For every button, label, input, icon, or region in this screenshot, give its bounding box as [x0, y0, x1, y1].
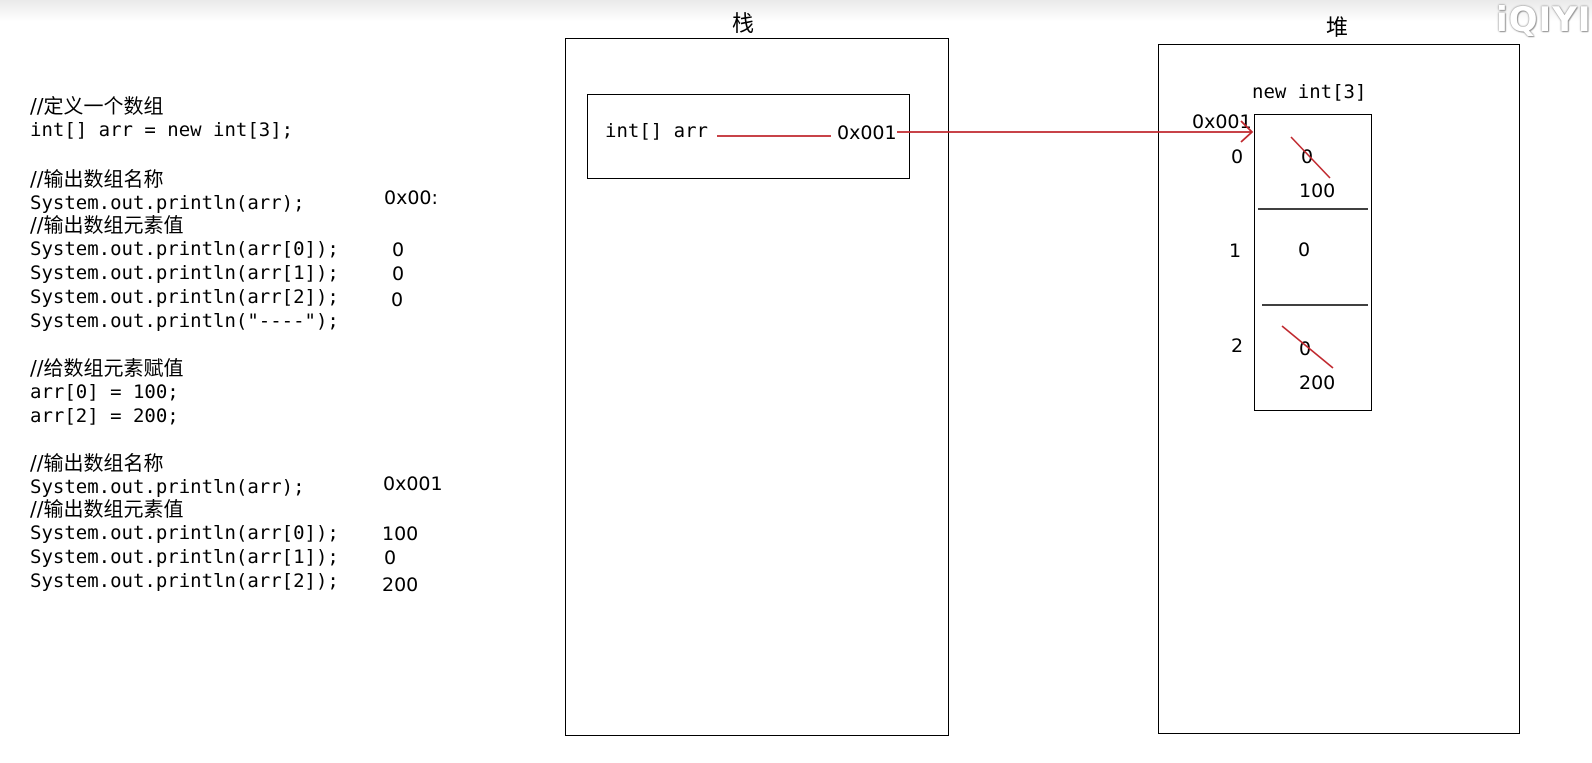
- heap-array-label: new int[3]: [1252, 81, 1367, 103]
- heap-cell-0-new-value: 100: [1299, 180, 1336, 202]
- code-comment-print-elements: //输出数组元素值: [30, 213, 184, 237]
- iqiyi-watermark-logo: iQIYI: [1496, 0, 1592, 40]
- stack-frame-variable: [587, 94, 910, 179]
- code-line-print-arr: System.out.println(arr);: [30, 192, 305, 214]
- heap-title: 堆: [1326, 16, 1349, 41]
- code-line-assign-arr2: arr[2] = 200;: [30, 405, 179, 427]
- output-arr1: 0: [392, 263, 405, 285]
- stack-variable-address: 0x001: [837, 122, 897, 144]
- top-bar: [0, 0, 1592, 22]
- code-line-print-arr0: System.out.println(arr[0]);: [30, 238, 339, 260]
- code-line-assign-arr0: arr[0] = 100;: [30, 381, 179, 403]
- output-arr2: 0: [391, 289, 404, 311]
- code-line-print-arr1: System.out.println(arr[1]);: [30, 262, 339, 284]
- code-line-print-arr-2: System.out.println(arr);: [30, 476, 305, 498]
- code-comment-print-name-2: //输出数组名称: [30, 451, 164, 475]
- code-line-print-dashes: System.out.println("----");: [30, 310, 339, 332]
- code-comment-assign: //给数组元素赋值: [30, 356, 184, 380]
- strike-cell-0: [1290, 136, 1331, 179]
- stack-region: [565, 38, 949, 736]
- heap-cell-1-value: 0: [1298, 239, 1311, 261]
- code-line-print-arr1-2: System.out.println(arr[1]);: [30, 546, 339, 568]
- output-arr2-2: 200: [382, 574, 419, 596]
- output-arr0: 0: [392, 239, 405, 261]
- stack-title: 栈: [732, 12, 755, 37]
- strike-cell-2: [1281, 325, 1334, 369]
- output-arr-address-2: 0x001: [383, 473, 443, 495]
- code-line-print-arr2-2: System.out.println(arr[2]);: [30, 570, 339, 592]
- code-comment-print-name: //输出数组名称: [30, 167, 164, 191]
- heap-index-2: 2: [1231, 335, 1244, 357]
- heap-region: [1158, 44, 1520, 734]
- code-line-declare: int[] arr = new int[3];: [30, 119, 294, 141]
- output-arr0-2: 100: [382, 523, 419, 545]
- reference-arrowhead: [1240, 120, 1254, 143]
- heap-cell-2-new-value: 200: [1299, 372, 1336, 394]
- heap-array-block: [1254, 114, 1372, 411]
- code-line-print-arr0-2: System.out.println(arr[0]);: [30, 522, 339, 544]
- code-comment-print-elements-2: //输出数组元素值: [30, 497, 184, 521]
- stack-variable-label: int[] arr: [605, 120, 708, 142]
- output-arr-address: 0x00:: [384, 187, 438, 209]
- heap-index-0: 0: [1231, 146, 1244, 168]
- output-arr1-2: 0: [384, 547, 397, 569]
- heap-index-1: 1: [1229, 240, 1242, 262]
- code-line-print-arr2: System.out.println(arr[2]);: [30, 286, 339, 308]
- heap-array-address: 0x001: [1192, 111, 1252, 133]
- code-comment-define-array: //定义一个数组: [30, 94, 164, 118]
